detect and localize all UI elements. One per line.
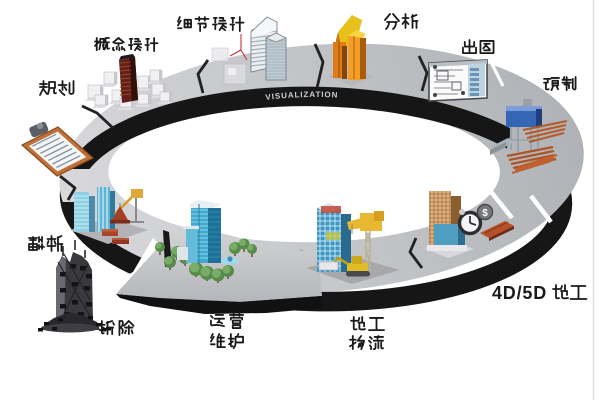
svg-text:VISUALIZATION: VISUALIZATION <box>265 90 339 102</box>
svg-text:$: $ <box>482 208 488 219</box>
svg-text:4D/5D: 4D/5D <box>492 283 547 303</box>
